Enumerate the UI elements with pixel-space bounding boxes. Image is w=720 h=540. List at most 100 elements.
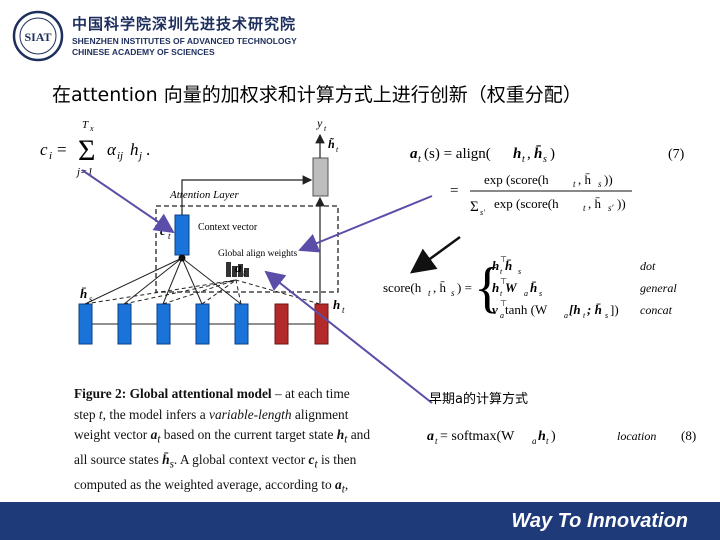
svg-text:h̄: h̄ [534, 146, 542, 162]
svg-text:⊤: ⊤ [500, 255, 507, 264]
footer-bar: Way To Innovation [0, 502, 720, 540]
footer-slogan: Way To Innovation [511, 510, 688, 532]
annotation-arrow-score [409, 235, 461, 274]
svg-text:(7): (7) [668, 147, 685, 162]
attentional-hidden-block [312, 157, 329, 197]
svg-text:, h̄: , h̄ [433, 280, 447, 295]
svg-text:h: h [513, 146, 521, 162]
svg-text:a: a [427, 429, 434, 444]
svg-text:⊤: ⊤ [500, 299, 507, 308]
context-vector-block [174, 214, 190, 256]
svg-text:a: a [564, 311, 568, 320]
svg-text:)): )) [604, 172, 613, 187]
svg-text:j: j [137, 150, 142, 162]
svg-text:Σ: Σ [78, 134, 95, 167]
align-weight-bar-3 [238, 264, 243, 277]
svg-text:]): ]) [610, 302, 619, 317]
score-label-general: general [640, 281, 677, 295]
svg-text:s: s [518, 267, 521, 276]
align-weight-bar-1 [226, 262, 231, 277]
svg-text:W: W [505, 280, 518, 295]
svg-text:= softmax(W: = softmax(W [440, 429, 515, 444]
svg-text:t: t [522, 154, 525, 165]
slide-title: 在attention 向量的加权求和计算方式上进行创新（权重分配） [52, 84, 582, 106]
svg-text:s: s [89, 294, 93, 304]
svg-text:,: , [527, 146, 531, 162]
svg-text:s: s [598, 179, 602, 189]
svg-text:t: t [435, 436, 438, 446]
svg-text:⊤: ⊤ [500, 277, 507, 286]
svg-text:=: = [450, 183, 458, 199]
svg-text:h̄: h̄ [505, 258, 512, 273]
svg-text:a: a [532, 436, 537, 446]
annotation-note: 早期a的计算方式 [429, 392, 528, 407]
align-weight-bar-4 [244, 268, 249, 277]
svg-text:=: = [57, 140, 67, 159]
svg-text:location: location [617, 429, 656, 443]
svg-text:.: . [146, 140, 150, 159]
context-vector-label: Context vector [198, 222, 258, 233]
score-label-dot: dot [640, 259, 656, 273]
svg-text:ij: ij [117, 150, 123, 162]
svg-text:, h̄: , h̄ [578, 172, 592, 187]
svg-text:a: a [500, 311, 504, 320]
svg-text:[h: [h [569, 302, 581, 317]
score-label-concat: concat [640, 303, 673, 317]
svg-text:h: h [492, 280, 499, 295]
svg-text:exp (score(h: exp (score(h [484, 172, 549, 187]
svg-text:; h̄: ; h̄ [587, 302, 602, 317]
svg-text:h: h [492, 258, 499, 273]
svg-text:T: T [82, 119, 89, 131]
svg-text:exp (score(h: exp (score(h [494, 196, 559, 211]
annotation-arrow-context [81, 169, 175, 234]
svg-text:t: t [500, 267, 503, 276]
svg-text:t: t [573, 179, 576, 189]
svg-text:c: c [40, 140, 48, 159]
equation-7: a t (s) = align( h t , h̄ s ) (7) = exp … [410, 146, 685, 217]
svg-text:h̄: h̄ [80, 286, 87, 301]
svg-text:)): )) [617, 196, 626, 211]
svg-text:) =: ) = [457, 280, 472, 295]
svg-text:t: t [428, 288, 431, 298]
attention-layer-box [155, 205, 339, 293]
svg-text:t: t [418, 154, 421, 165]
svg-text:h̄: h̄ [530, 280, 537, 295]
svg-text:t: t [342, 305, 345, 315]
svg-text:(8): (8) [681, 428, 696, 443]
figure-caption: Figure 2: Global attentional model – at … [74, 386, 371, 518]
svg-text:t: t [583, 311, 586, 320]
svg-text:a: a [410, 146, 418, 162]
svg-text:α: α [107, 140, 117, 159]
svg-text:x: x [89, 124, 94, 133]
svg-text:t: t [243, 268, 246, 278]
svg-text:score(h: score(h [383, 280, 422, 295]
svg-text:t: t [324, 124, 327, 133]
svg-text:s: s [539, 289, 542, 298]
svg-text:t: t [500, 289, 503, 298]
svg-text:t: t [336, 145, 339, 154]
svg-text:v: v [492, 302, 498, 317]
equation-8: a t = softmax(W a h t ) location (8) [427, 428, 696, 446]
align-weight-bar-2 [232, 266, 237, 277]
svg-text:s′: s′ [480, 208, 485, 217]
svg-text:{: { [474, 257, 501, 319]
svg-text:h: h [130, 140, 139, 159]
svg-text:h: h [333, 297, 340, 312]
logo-seal-text: SIAT [24, 30, 51, 44]
svg-text:h: h [538, 429, 546, 444]
svg-text:(s) = align(: (s) = align( [424, 146, 491, 162]
svg-text:t: t [168, 231, 171, 241]
svg-text:a: a [524, 289, 528, 298]
equation-context-sum: c i = Σ T x j=1 α ij h j . [40, 119, 150, 178]
svg-text:y: y [316, 116, 323, 130]
institute-name-en-line2: CHINESE ACADEMY OF SCIENCES [72, 47, 215, 57]
svg-text:s: s [451, 288, 455, 298]
institute-name-cn: 中国科学院深圳先进技术研究院 [72, 15, 297, 33]
equation-score: score(h t , h̄ s ) = { h ⊤ t h̄ s dot h … [383, 255, 677, 320]
svg-text:tanh (W: tanh (W [505, 302, 548, 317]
svg-text:t: t [546, 436, 549, 446]
attention-layer-label: Attention Layer [169, 189, 239, 201]
siat-logo: SIAT [12, 10, 64, 62]
svg-text:i: i [49, 150, 52, 162]
